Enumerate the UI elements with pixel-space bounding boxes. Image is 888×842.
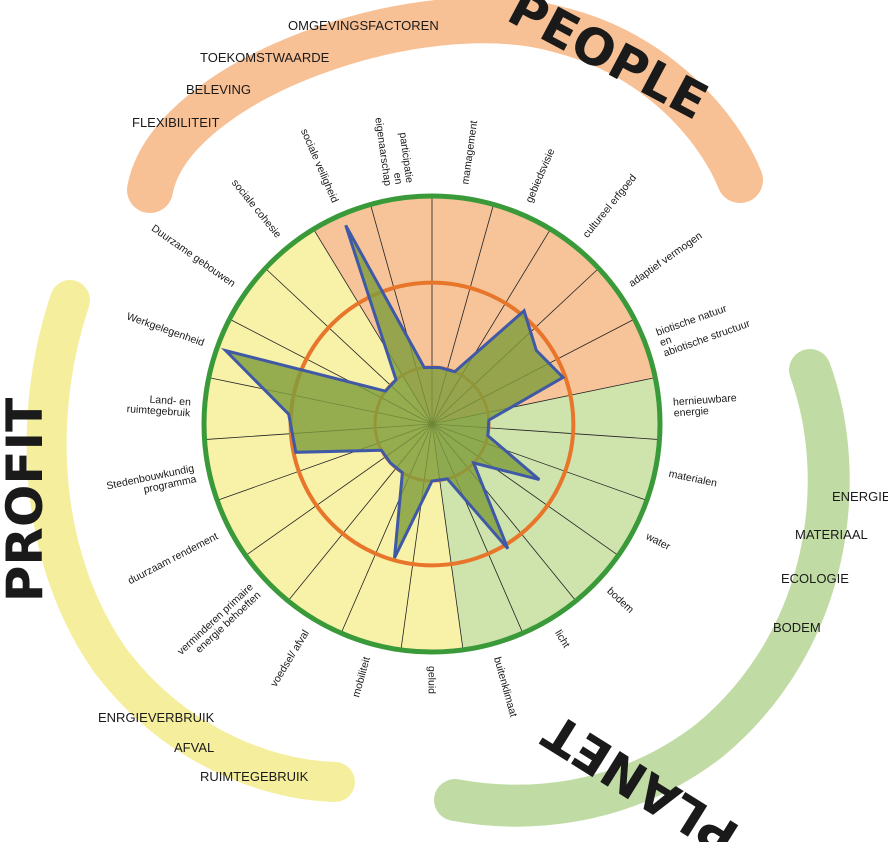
score-polygon xyxy=(220,224,566,559)
axis-label-11: geluid xyxy=(426,666,438,694)
axis-label-3: adaptief vermogen xyxy=(627,230,705,290)
planet-item-materiaal: MATERIAAL xyxy=(795,527,868,542)
people-title: PEOPLE xyxy=(499,0,717,131)
sector-19 xyxy=(229,268,432,424)
axis-label-5: hernieuwbareenergie xyxy=(673,392,738,419)
axis-label-22: participatieeneigenaarschap xyxy=(372,114,415,187)
axis-label-20: sociale cohesie xyxy=(229,177,284,240)
outer-boundary-ring xyxy=(201,193,663,655)
axis-label-13: voedsel/ afval xyxy=(268,628,312,689)
axis-label-6: materialen xyxy=(668,468,719,490)
people-item-toekomstwaarde: TOEKOMSTWAARDE xyxy=(200,50,330,65)
axis-label-12: mobiliteit xyxy=(350,655,373,698)
axis-label-9: licht xyxy=(552,628,572,650)
axis-label-17: Land- enruimtegebruik xyxy=(126,392,192,419)
axis-label-8: bodem xyxy=(604,585,636,616)
sector-14 xyxy=(245,424,432,601)
profit-item-afval: AFVAL xyxy=(174,740,214,755)
axis-label-4: biotische natuurenabiotische structuur xyxy=(655,297,753,360)
planet-item-ecologie: ECOLOGIE xyxy=(781,571,849,586)
axis-label-19: Duurzame gebouwen xyxy=(149,222,238,289)
sector-15 xyxy=(217,424,432,556)
sector-0 xyxy=(432,196,494,424)
sector-13 xyxy=(288,424,432,634)
people-item-beleving: BELEVING xyxy=(186,82,251,97)
axis-label-2: cultureel erfgoed xyxy=(580,172,639,240)
axis-label-1: gebiedsvisie xyxy=(523,147,557,205)
profit-item-energieverbruik: ENRGIEVERBRUIK xyxy=(98,710,215,725)
sector-11 xyxy=(400,424,464,652)
sector-20 xyxy=(265,229,432,424)
planet-item-bodem: BODEM xyxy=(773,620,821,635)
people-item-omgevingsfactoren: OMGEVINGSFACTOREN xyxy=(288,18,439,33)
axis-label-15: duurzaam rendement xyxy=(126,530,220,587)
people-item-flexibiliteit: FLEXIBILITEIT xyxy=(132,115,219,130)
axis-label-14: verminderen primaireenergie behoeften xyxy=(175,581,263,666)
profit-item-ruimtegebruik: RUIMTEGEBRUIK xyxy=(200,769,309,784)
planet-item-energie: ENERGIE xyxy=(832,489,888,504)
axis-label-21: sociale veiligheid xyxy=(298,127,341,205)
axis-label-16: Stedenbouwkundigprogramma xyxy=(105,462,197,503)
profit-title: PROFIT xyxy=(0,398,54,603)
axis-label-7: water xyxy=(643,530,673,553)
profit-brush-arc xyxy=(26,280,355,802)
planet-brush-arc xyxy=(434,349,850,827)
sector-8 xyxy=(432,424,619,601)
axis-label-18: Werkgelegenheid xyxy=(125,310,206,349)
axis-label-0: mamagement xyxy=(460,120,481,185)
people-brush-arc xyxy=(127,0,763,213)
axis-label-10: buitenklimaat xyxy=(491,656,519,719)
